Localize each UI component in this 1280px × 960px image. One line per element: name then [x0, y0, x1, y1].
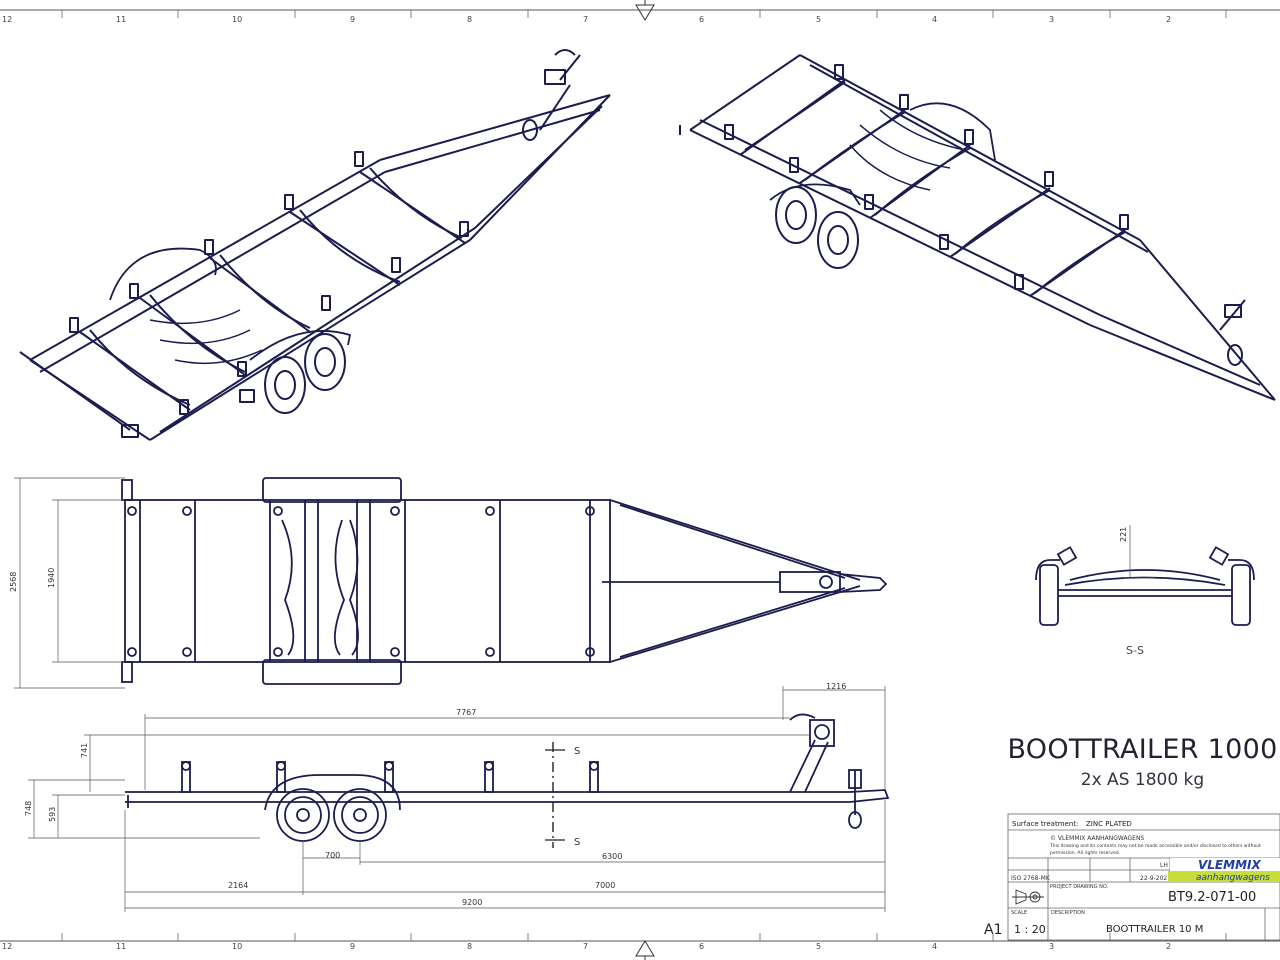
isometric-view-rear: [19, 49, 611, 441]
section-view: [1035, 546, 1255, 626]
ruler-bottom-8: 8: [467, 942, 472, 951]
section-view-dimension: [1124, 525, 1155, 579]
company-name: VLEMMIX: [1198, 858, 1261, 872]
dim-side-height-overall: 748: [24, 801, 33, 816]
ruler-bottom-2: 2: [1166, 942, 1171, 951]
dim-side-length-to-coupling: 7767: [456, 708, 476, 717]
ruler-bottom-6: 6: [699, 942, 704, 951]
dim-overall-length: 9200: [462, 898, 482, 907]
ruler-top-4: 4: [932, 15, 937, 24]
section-marker-top: S: [574, 746, 580, 757]
section-view-label: S-S: [1126, 644, 1144, 657]
ruler-bottom-9: 9: [350, 942, 355, 951]
projection-symbol-icon: [1012, 889, 1044, 905]
description-value: BOOTTRAILER 10 M: [1106, 924, 1203, 935]
drawing-subtitle: 2x AS 1800 kg: [1080, 770, 1205, 790]
ruler-top-9: 9: [350, 15, 355, 24]
dim-top-overall-width: 2568: [9, 572, 18, 592]
isometric-view-front: [679, 54, 1276, 401]
drawing-title: BOOTTRAILER 1000: [1007, 734, 1278, 765]
ruler-top-12: 12: [2, 15, 12, 24]
ruler-top-8: 8: [467, 15, 472, 24]
dim-top-inner-width: 1940: [47, 568, 56, 588]
standard-value: ISO 2768-MK: [1011, 875, 1051, 882]
side-view-dimensions: [28, 686, 886, 912]
ruler-top-6: 6: [699, 15, 704, 24]
scale-value: 1 : 20: [1014, 923, 1046, 936]
date-value: 22-9-2021: [1140, 875, 1171, 882]
copyright-text-1: This drawing and its contents may not be…: [1049, 843, 1261, 849]
dim-side-drawbar: 1216: [826, 682, 846, 691]
ruler-bottom-11: 11: [116, 942, 126, 951]
project-label: PROJECT DRAWING NO.: [1050, 884, 1109, 890]
company-sub: aanhangwagens: [1196, 873, 1270, 883]
drawn-by-value: LH: [1160, 862, 1168, 869]
section-cut-arrows: [545, 749, 565, 841]
ruler-top-5: 5: [816, 15, 821, 24]
dim-axle-to-coupling: 6300: [602, 852, 622, 861]
ruler-bottom-7: 7: [583, 942, 588, 951]
dim-axle-to-front: 7000: [595, 881, 615, 890]
ruler-top-7: 7: [583, 15, 588, 24]
ruler-top-11: 11: [116, 15, 126, 24]
ruler-bottom-4: 4: [932, 942, 937, 951]
drawing-number: BT9.2-071-00: [1168, 890, 1256, 905]
description-label: DESCRIPTION: [1051, 910, 1085, 916]
dim-axle-spacing: 700: [325, 851, 340, 860]
drawing-frame: [0, 9, 1280, 942]
copyright-text-2: permission. All rights reserved.: [1050, 850, 1120, 856]
center-mark-bottom-icon: [635, 940, 655, 960]
side-view: [125, 713, 890, 842]
center-mark-top-icon: [635, 0, 655, 21]
dim-section-height: 221: [1119, 527, 1128, 542]
dim-side-height-upper: 741: [80, 743, 89, 758]
surface-treatment-value: ZINC PLATED: [1086, 820, 1132, 828]
ruler-top-3: 3: [1049, 15, 1054, 24]
ruler-top-10: 10: [232, 15, 242, 24]
dim-side-height-lower: 593: [48, 807, 57, 822]
ruler-bottom-12: 12: [2, 942, 12, 951]
ruler-bottom-5: 5: [816, 942, 821, 951]
company-logo: VLEMMIX aanhangwagens: [1168, 858, 1280, 883]
copyright-line: © VLEMMIX AANHANGWAGENS: [1050, 835, 1144, 842]
sheet-size-label: A1: [984, 922, 1003, 938]
top-view: [121, 477, 888, 685]
ruler-bottom-10: 10: [232, 942, 242, 951]
ruler-bottom-3: 3: [1049, 942, 1054, 951]
scale-label: SCALE: [1011, 910, 1027, 916]
top-view-dimensions: [14, 477, 125, 689]
section-marker-bottom: S: [574, 837, 580, 848]
surface-treatment-label: Surface treatment:: [1012, 820, 1078, 828]
ruler-top-2: 2: [1166, 15, 1171, 24]
dim-rear-to-axle: 2164: [228, 881, 248, 890]
